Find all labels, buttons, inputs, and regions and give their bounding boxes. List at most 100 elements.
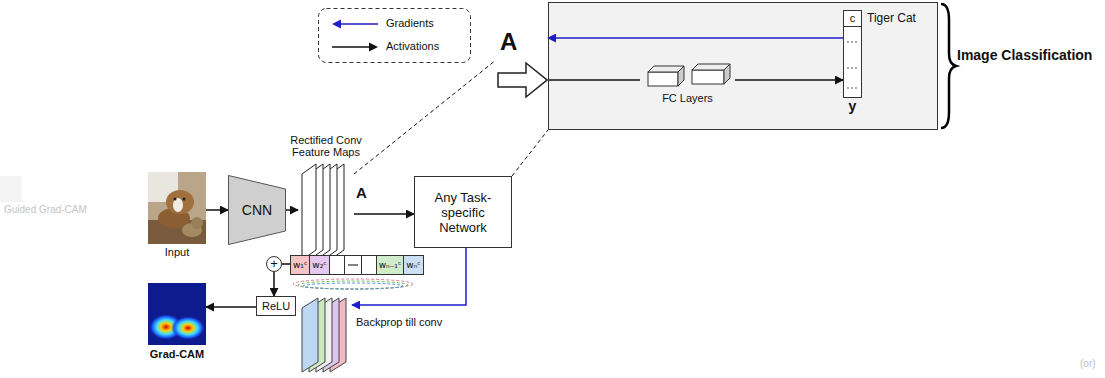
activation-arrow (273, 272, 275, 296)
sum-node: + (266, 256, 282, 272)
gradient-maps: Backprop till conv (300, 296, 352, 374)
text-holder: FC Layers (640, 92, 735, 105)
block-label: CNN (228, 175, 286, 245)
operator-symbol: + (267, 257, 281, 271)
panel-ground (549, 3, 938, 130)
activation-arrow (286, 209, 298, 211)
drawing-part (191, 217, 203, 229)
photo (148, 172, 206, 244)
gradient-arrow (352, 248, 466, 305)
text-holder: Tiger Cat (867, 11, 916, 26)
drawing-part (183, 198, 186, 201)
drawing-part (847, 42, 858, 43)
weight-vector: w₁ᶜ w₂ᶜ wₙ₋₁ᶜ wₙᶜ (290, 255, 424, 275)
vector-cell (330, 256, 345, 274)
gradient-arrow (548, 37, 843, 39)
gradient-stack (300, 296, 352, 374)
legend-activation-head (369, 43, 378, 52)
activation-arrow (735, 79, 843, 81)
text-holder: Rectified Conv Feature Maps (288, 134, 364, 160)
activation-arrow (206, 306, 256, 308)
vector-cell: w₂ᶜ (310, 256, 329, 274)
drawing-part (166, 190, 194, 214)
weight-symbol: w₂ᶜ (312, 256, 326, 274)
legend-label: Gradients (386, 17, 434, 30)
activation-arrow (548, 79, 640, 81)
hollow-arrow (496, 61, 548, 99)
ellipsis-dash (347, 256, 359, 274)
faded-note: (or) (1080, 358, 1096, 370)
relu-box: ReLU (256, 296, 296, 316)
text-holder: Activations (386, 40, 439, 53)
faded-thumbnail (0, 176, 22, 202)
legend-label: Activations (386, 40, 439, 53)
text-holder: A (356, 184, 367, 201)
tensor-label: A (496, 28, 548, 56)
weight-ellipse (303, 283, 403, 289)
drawing-part (498, 63, 547, 97)
drawing-part (148, 283, 206, 345)
drawing-part (302, 298, 318, 372)
legend-activation-line (332, 46, 370, 48)
weight-symbol: w₁ᶜ (293, 256, 307, 274)
activation-icon: A (496, 28, 548, 104)
text-holder: Backprop till conv (356, 316, 442, 329)
heatmap-image (148, 283, 206, 345)
drawing-part (724, 64, 730, 84)
vector-cell (345, 256, 362, 274)
curly-brace (941, 4, 956, 128)
panel-frame: Image ClassificationFC LayerscTiger Caty (548, 2, 938, 130)
drawing-part (229, 176, 286, 245)
weight-symbol: wₙ₋₁ᶜ (379, 256, 402, 274)
activation-arrow (354, 213, 414, 215)
vector-cell (362, 256, 377, 274)
process-box: Any Task-specific Network (414, 176, 512, 248)
text-holder: Image Classification (957, 47, 1092, 64)
text-holder: (or) (1080, 358, 1096, 370)
function-label: ReLU (262, 298, 290, 314)
layer-label: FC Layers (640, 92, 735, 105)
zoom-line (512, 130, 548, 176)
drawing-part (174, 198, 177, 201)
drawing-part (678, 66, 684, 86)
faded-note: Guided Grad-CAM (4, 204, 87, 216)
section-heading: Image Classification (957, 47, 1092, 64)
heatmap: Grad-CAM (148, 283, 206, 363)
legend-gradient-line (340, 23, 378, 25)
image-caption: Grad-CAM (148, 347, 206, 361)
vector-cell: wₙ₋₁ᶜ (377, 256, 405, 274)
drawing-part (847, 68, 858, 69)
text-holder: Guided Grad-CAM (4, 204, 87, 216)
vector-cell: w₁ᶜ (291, 256, 310, 274)
box-label: Any Task-specific Network (421, 190, 505, 235)
stack-heading: Rectified Conv Feature Maps (288, 134, 364, 158)
activation-arrow (282, 263, 290, 265)
drawing-part (148, 172, 206, 244)
class-name: Tiger Cat (867, 11, 916, 26)
output-label: y (844, 98, 861, 115)
fc-bars (640, 58, 735, 90)
map-stack (298, 160, 354, 264)
drawing-part (173, 198, 183, 212)
drawing-part (692, 70, 724, 84)
drawing-part (348, 264, 358, 265)
activation-arrow (206, 209, 228, 211)
input-image: Input (148, 172, 206, 260)
class-index: c (844, 11, 861, 27)
weight-ellipse (293, 279, 413, 289)
cnn-block: CNN (228, 175, 286, 245)
text-holder: y (844, 98, 861, 115)
drawing-part (648, 72, 678, 86)
zoom-line (354, 60, 496, 174)
legend-gradient-head (332, 20, 341, 29)
drawing-part (847, 88, 858, 89)
stack-caption: Backprop till conv (356, 316, 442, 329)
legend-frame (319, 9, 471, 63)
weight-symbol: wₙᶜ (406, 256, 420, 274)
fc-layers: FC Layers (640, 58, 735, 110)
drawing-part (171, 316, 205, 340)
drawing-part (302, 164, 316, 260)
vector-cell: wₙᶜ (404, 256, 422, 274)
score-vector: cTiger Caty (843, 10, 862, 98)
text-holder: Gradients (386, 17, 434, 30)
